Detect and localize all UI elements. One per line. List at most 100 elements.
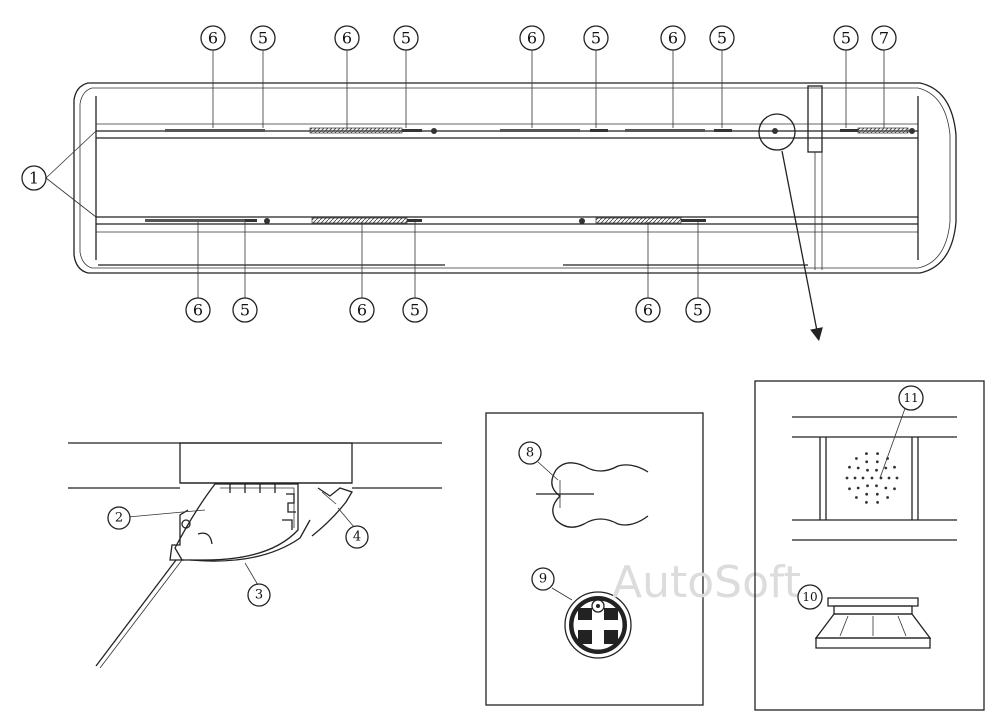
callout-5: 5 <box>709 25 735 51</box>
grille-hole <box>866 484 869 488</box>
grille-hole <box>875 460 879 464</box>
speaker-unit <box>814 597 932 649</box>
grille-hole <box>884 466 888 470</box>
callout-6: 6 <box>334 25 360 51</box>
lamp-plain <box>625 129 705 132</box>
grille-hole <box>848 487 851 491</box>
grille-hole <box>848 465 851 469</box>
svg-text:6: 6 <box>208 29 218 48</box>
svg-text:5: 5 <box>258 29 268 48</box>
lamp-hatched <box>309 127 403 134</box>
grille-hole <box>855 457 858 460</box>
svg-text:11: 11 <box>903 391 918 405</box>
lower-lamps <box>145 217 706 224</box>
svg-text:6: 6 <box>527 29 537 48</box>
svg-text:1: 1 <box>29 169 39 188</box>
callout-5: 5 <box>393 25 419 51</box>
grille-hole <box>856 466 860 470</box>
svg-text:5: 5 <box>240 301 250 320</box>
svg-text:5: 5 <box>591 29 601 48</box>
grille-hole <box>876 501 879 504</box>
svg-text:6: 6 <box>342 29 352 48</box>
cross-section-detail <box>68 442 442 669</box>
callout-6: 6 <box>185 297 211 323</box>
callout-7: 7 <box>871 25 897 51</box>
svg-text:2: 2 <box>115 511 123 526</box>
speaker-bar <box>681 219 706 222</box>
lamp-plain <box>145 219 245 222</box>
grille-hole <box>870 476 874 480</box>
callout-2: 2 <box>107 506 131 530</box>
speaker-box <box>754 380 985 711</box>
callout-6: 6 <box>660 25 686 51</box>
svg-text:7: 7 <box>879 29 889 48</box>
callout-6: 6 <box>200 25 226 51</box>
lamp-plain <box>500 129 580 132</box>
detail-arrow <box>781 150 823 342</box>
svg-text:8: 8 <box>526 446 534 461</box>
callout-5: 5 <box>583 25 609 51</box>
grille-hole <box>893 465 896 469</box>
svg-text:6: 6 <box>357 301 367 320</box>
callout-5: 5 <box>250 25 276 51</box>
grille-hole <box>865 460 869 464</box>
lamp-socket <box>564 591 632 659</box>
grille-hole <box>861 476 865 480</box>
grille-hole <box>875 492 879 496</box>
clip-socket-box <box>485 412 704 706</box>
lamp-hatched <box>595 217 682 224</box>
speaker-bar <box>245 219 257 222</box>
grille-hole <box>886 496 889 499</box>
callout-5: 5 <box>833 25 859 51</box>
grille-hole <box>884 486 888 490</box>
callout-5: 5 <box>685 297 711 323</box>
speaker-grille <box>845 452 899 504</box>
grille-hole <box>845 476 849 480</box>
spring-clip <box>551 462 649 528</box>
grille-hole <box>853 476 857 480</box>
grille-hole <box>893 487 896 491</box>
speaker-bar <box>407 219 422 222</box>
grille-hole <box>865 492 869 496</box>
svg-text:5: 5 <box>717 29 727 48</box>
callout-5: 5 <box>232 297 258 323</box>
grille-hole <box>887 476 891 480</box>
lamp-hatched <box>857 127 909 134</box>
callout-10: 10 <box>797 584 823 610</box>
speaker-bar <box>840 129 858 132</box>
grille-hole <box>855 496 858 499</box>
side-panel <box>311 487 353 537</box>
callout-6: 6 <box>349 297 375 323</box>
grille-hole <box>875 484 878 488</box>
grille-hole <box>856 486 860 490</box>
grille-hole <box>865 501 868 504</box>
grille-hole <box>876 452 879 455</box>
speaker-dot <box>909 128 915 134</box>
grille-hole <box>875 468 878 472</box>
svg-text:5: 5 <box>410 301 420 320</box>
svg-text:6: 6 <box>193 301 203 320</box>
svg-text:5: 5 <box>693 301 703 320</box>
svg-text:6: 6 <box>668 29 678 48</box>
watermark: AutoSoft <box>612 557 801 608</box>
bus-top-view <box>45 50 957 342</box>
callout-8: 8 <box>518 441 542 465</box>
diffuser-lens <box>189 519 311 562</box>
lamp-plain <box>165 129 265 132</box>
speaker-bar <box>714 129 732 132</box>
svg-text:4: 4 <box>353 530 361 545</box>
detail-circle <box>758 113 796 151</box>
callout-6: 6 <box>519 25 545 51</box>
speaker-bar <box>402 129 422 132</box>
lamp-housing <box>174 483 299 561</box>
speaker-dot <box>579 218 585 224</box>
svg-text:3: 3 <box>255 588 263 603</box>
grille-hole <box>865 452 868 455</box>
grille-hole <box>866 468 869 472</box>
svg-text:6: 6 <box>643 301 653 320</box>
callout-1: 1 <box>21 165 47 191</box>
svg-text:5: 5 <box>401 29 411 48</box>
speaker-bar <box>590 129 608 132</box>
grille-hole <box>895 476 899 480</box>
